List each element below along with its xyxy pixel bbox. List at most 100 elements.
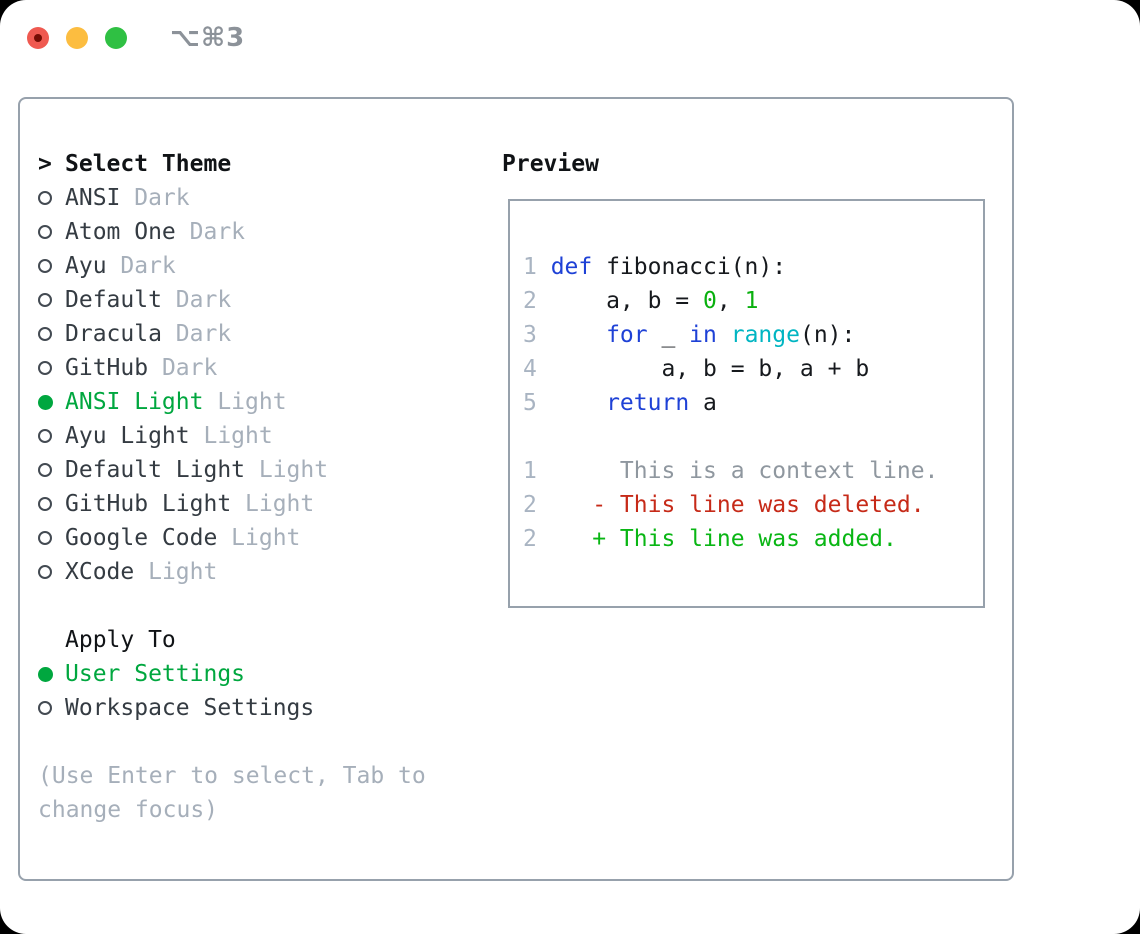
titlebar: ⌥⌘3 — [0, 0, 1140, 75]
theme-name: XCode — [65, 559, 135, 585]
preview-line: 3 for _ in range(n): — [523, 318, 983, 352]
theme-name: GitHub Light — [65, 491, 232, 517]
line-number: 2 — [523, 288, 537, 314]
theme-picker-panel: > Select Theme ANSI Dark Atom One Dark A… — [18, 97, 1014, 881]
close-button-dot — [34, 33, 42, 42]
close-button[interactable] — [27, 26, 49, 49]
apply-to-title: Apply To — [65, 627, 176, 653]
theme-name: Ayu Light — [65, 423, 190, 449]
radio-icon — [38, 293, 65, 307]
code-segment: a, b = — [550, 288, 704, 314]
apply-option-user-settings[interactable]: User Settings — [38, 657, 426, 691]
theme-option-atom-one[interactable]: Atom One Dark — [38, 215, 426, 249]
theme-name: ANSI Light — [65, 389, 204, 415]
code-segment: def — [550, 254, 593, 280]
radio-icon — [38, 497, 65, 511]
line-number: 5 — [523, 390, 537, 416]
radio-icon — [38, 531, 65, 545]
zoom-button[interactable] — [105, 26, 127, 49]
prompt-icon: > — [38, 151, 52, 177]
apply-option-label: Workspace Settings — [65, 695, 315, 721]
code-segment: - This line was deleted. — [550, 492, 925, 518]
theme-variant-tag: Light — [245, 491, 315, 517]
preview-line: 2 a, b = 0, 1 — [523, 284, 983, 318]
preview-line — [523, 420, 983, 454]
theme-option-xcode[interactable]: XCode Light — [38, 555, 426, 589]
code-segment: a, b = b, a + b — [550, 356, 870, 382]
line-number: 1 — [523, 254, 537, 280]
hint-line-1: (Use Enter to select, Tab to — [38, 763, 426, 789]
theme-option-google-code[interactable]: Google Code Light — [38, 521, 426, 555]
code-segment: fibonacci(n): — [592, 254, 787, 280]
code-segment: a — [689, 390, 717, 416]
apply-options-list: User Settings Workspace Settings — [38, 657, 426, 725]
window-shortcut-label: ⌥⌘3 — [170, 22, 246, 53]
select-theme-header: > Select Theme — [38, 147, 426, 181]
theme-variant-tag: Dark — [189, 219, 246, 245]
code-segment: return — [606, 390, 690, 416]
theme-variant-tag: Light — [148, 559, 218, 585]
theme-option-default[interactable]: Default Dark — [38, 283, 426, 317]
theme-option-ayu[interactable]: Ayu Dark — [38, 249, 426, 283]
line-number: 4 — [523, 356, 537, 382]
spacer — [38, 725, 426, 759]
radio-icon — [38, 394, 65, 410]
theme-variant-tag: Dark — [134, 185, 190, 211]
preview-line: 2 - This line was deleted. — [523, 488, 983, 522]
left-column: > Select Theme ANSI Dark Atom One Dark A… — [38, 147, 426, 827]
preview-line: 1 This is a context line. — [523, 454, 983, 488]
theme-option-dracula[interactable]: Dracula Dark — [38, 317, 426, 351]
code-segment: 0 — [703, 288, 717, 314]
select-theme-title: Select Theme — [65, 151, 232, 177]
theme-option-ayu-light[interactable]: Ayu Light Light — [38, 419, 426, 453]
theme-option-default-light[interactable]: Default Light Light — [38, 453, 426, 487]
apply-to-header: Apply To — [38, 623, 426, 657]
theme-variant-tag: Dark — [161, 355, 218, 381]
code-segment: (n): — [799, 322, 856, 348]
theme-option-ansi[interactable]: ANSI Dark — [38, 181, 426, 215]
theme-list: ANSI Dark Atom One Dark Ayu Dark Default… — [38, 181, 426, 589]
radio-icon — [38, 565, 65, 579]
preview-line: 2 + This line was added. — [523, 522, 983, 556]
radio-icon — [38, 225, 65, 239]
line-number: 1 — [523, 458, 537, 484]
radio-icon — [38, 361, 65, 375]
theme-variant-tag: Light — [203, 423, 273, 449]
code-segment — [551, 322, 606, 348]
line-number: 2 — [523, 492, 537, 518]
theme-variant-tag: Light — [258, 457, 329, 483]
radio-icon — [38, 666, 65, 682]
code-segment: + This line was added. — [550, 526, 897, 552]
minimize-button[interactable] — [66, 26, 88, 49]
preview-line: 5 return a — [523, 386, 983, 420]
code-segment: 1 — [744, 288, 759, 314]
theme-name: Dracula — [65, 321, 162, 347]
code-segment: _ — [647, 322, 690, 348]
theme-name: Default — [65, 287, 162, 313]
radio-icon — [38, 327, 65, 341]
theme-option-github-light[interactable]: GitHub Light Light — [38, 487, 426, 521]
theme-variant-tag: Light — [217, 389, 287, 415]
code-segment: for — [606, 322, 648, 348]
theme-option-github[interactable]: GitHub Dark — [38, 351, 426, 385]
theme-variant-tag: Dark — [175, 321, 232, 347]
code-segment — [717, 322, 731, 348]
code-segment: in — [689, 322, 717, 348]
theme-variant-tag: Light — [231, 525, 301, 551]
theme-variant-tag: Dark — [175, 287, 232, 313]
theme-option-ansi-light[interactable]: ANSI Light Light — [38, 385, 426, 419]
radio-icon — [38, 463, 65, 477]
radio-icon — [38, 429, 65, 443]
preview-line: 1 def fibonacci(n): — [523, 250, 983, 284]
theme-variant-tag: Dark — [120, 253, 176, 279]
theme-name: ANSI — [65, 185, 121, 211]
apply-option-label: User Settings — [65, 661, 246, 687]
apply-option-workspace-settings[interactable]: Workspace Settings — [38, 691, 426, 725]
theme-name: Google Code — [65, 525, 218, 551]
preview-line: 4 a, b = b, a + b — [523, 352, 983, 386]
theme-name: GitHub — [65, 355, 149, 381]
theme-name: Atom One — [65, 219, 176, 245]
